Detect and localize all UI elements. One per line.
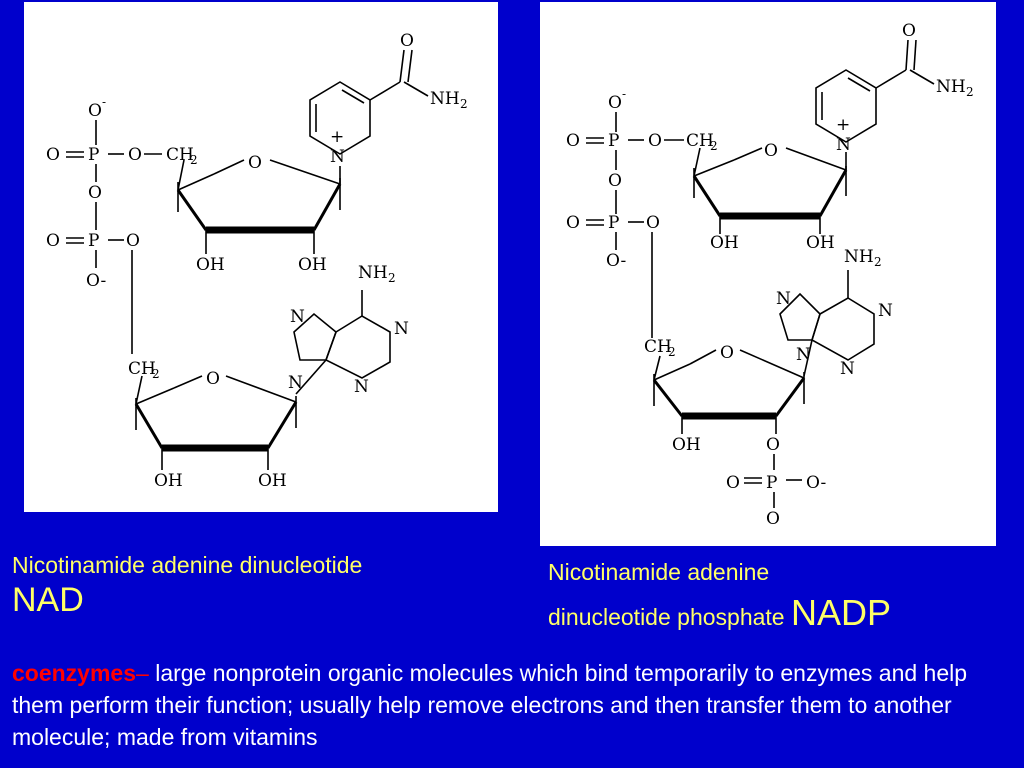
atom-ch: CH — [166, 145, 194, 165]
atom-o: O — [648, 131, 662, 151]
atom-nh: NH — [936, 77, 966, 97]
atom-oh: OH — [258, 471, 287, 491]
atom-oh: OH — [298, 255, 327, 275]
atom-o: O — [766, 509, 780, 529]
atom-nh: NH — [430, 89, 460, 109]
atom-o: O — [248, 153, 262, 173]
atom-o: O — [566, 131, 580, 151]
charge-plus: + — [836, 115, 850, 135]
atom-p: P — [88, 145, 99, 165]
nadp-full-name-line1: Nicotinamide adenine — [548, 559, 770, 585]
atom-o: O — [46, 231, 60, 251]
definition-dash: – — [136, 660, 149, 686]
atom-n: N — [330, 147, 345, 167]
atom-p: P — [766, 473, 777, 493]
atom-o: O — [646, 213, 660, 233]
nadp-caption: Nicotinamide adenine dinucleotide phosph… — [548, 556, 1018, 642]
nadp-structure-panel: O - O P O CH 2 O O P O O- O N + O NH 2 O… — [540, 2, 996, 546]
atom-o: O — [608, 171, 622, 191]
definition-term: coenzymes — [12, 660, 137, 686]
atom-o: O — [400, 31, 414, 51]
charge-plus: + — [330, 127, 344, 147]
subscript-2: 2 — [668, 345, 676, 359]
atom-o-minus: O- — [86, 271, 106, 291]
atom-n: N — [290, 307, 305, 327]
atom-oh: OH — [710, 233, 739, 253]
atom-o: O — [766, 435, 780, 455]
subscript-2: 2 — [874, 255, 882, 269]
atom-ch: CH — [644, 337, 672, 357]
atom-n: N — [354, 377, 369, 397]
subscript-2: 2 — [152, 367, 160, 381]
atom-n: N — [840, 359, 855, 379]
atom-n: N — [394, 319, 409, 339]
atom-ch: CH — [128, 359, 156, 379]
atom-p: P — [608, 213, 619, 233]
subscript-2: 2 — [460, 97, 468, 111]
atom-o: O — [46, 145, 60, 165]
atom-p: P — [608, 131, 619, 151]
nadp-abbreviation: NADP — [790, 592, 892, 633]
charge-minus: - — [102, 95, 106, 109]
subscript-2: 2 — [710, 139, 718, 153]
atom-oh: OH — [196, 255, 225, 275]
atom-o: O — [720, 343, 734, 363]
atom-n: N — [288, 373, 303, 393]
atom-o: O — [128, 145, 142, 165]
atom-nh: NH — [358, 263, 388, 283]
nadp-full-name-line2-text: dinucleotide phosphate — [548, 604, 785, 630]
atom-o: O — [126, 231, 140, 251]
atom-o: O — [88, 183, 102, 203]
charge-minus: - — [622, 87, 626, 101]
atom-oh: OH — [806, 233, 835, 253]
atom-o: O — [566, 213, 580, 233]
subscript-2: 2 — [190, 153, 198, 167]
atom-oh: OH — [154, 471, 183, 491]
nadp-full-name-line2: dinucleotide phosphate NADP — [548, 588, 1018, 642]
atom-p: P — [88, 231, 99, 251]
atom-n: N — [878, 301, 893, 321]
coenzymes-definition: coenzymes– large nonprotein organic mole… — [12, 657, 1016, 753]
atom-o: O — [902, 21, 916, 41]
nad-structure-panel: O - O P O CH 2 O O P O O- O N + O NH 2 O… — [24, 2, 498, 512]
atom-o: O — [726, 473, 740, 493]
atom-n: N — [836, 135, 851, 155]
definition-text: large nonprotein organic molecules which… — [12, 660, 968, 750]
atom-o: O — [206, 369, 220, 389]
atom-o: O — [764, 141, 778, 161]
subscript-2: 2 — [966, 85, 974, 99]
atom-o: O — [608, 93, 622, 113]
atom-ch: CH — [686, 131, 714, 151]
nadp-structure-diagram: O - O P O CH 2 O O P O O- O N + O NH 2 O… — [566, 21, 974, 529]
nad-structure-diagram: O - O P O CH 2 O O P O O- O N + O NH 2 O… — [46, 31, 468, 491]
atom-o-minus: O- — [806, 473, 826, 493]
atom-nh: NH — [844, 247, 874, 267]
atom-o-minus: O- — [606, 251, 626, 271]
atom-o: O — [88, 101, 102, 121]
subscript-2: 2 — [388, 271, 396, 285]
nad-caption: Nicotinamide adenine dinucleotide NAD — [12, 550, 512, 620]
nad-full-name: Nicotinamide adenine dinucleotide — [12, 552, 363, 578]
atom-n: N — [796, 345, 811, 365]
atom-oh: OH — [672, 435, 701, 455]
nad-abbreviation: NAD — [12, 581, 84, 619]
atom-n: N — [776, 289, 791, 309]
